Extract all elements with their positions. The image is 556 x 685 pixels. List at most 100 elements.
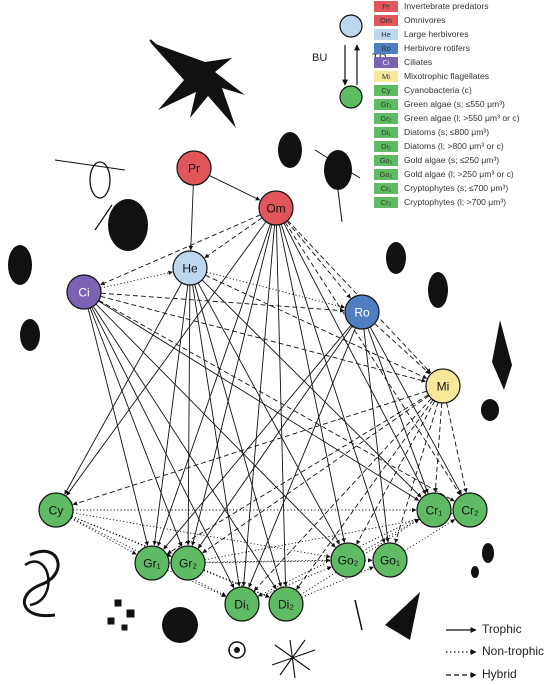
node-Ro: Ro [344,294,380,330]
edge-Cy-Go2 [72,512,331,559]
node-Cy: Cy [38,492,74,528]
edge-He-Gr2 [185,284,191,546]
node-label-Om: Om [266,202,285,216]
node-label-Gr1: Gr₁ [143,557,160,571]
edge-Om-Gr1 [157,223,271,547]
node-Gr2: Gr₂ [170,545,206,581]
direction-key-top-node [339,14,363,38]
edge-Ro-Mi [374,323,431,375]
edge-Om-Di2 [275,224,288,587]
node-circle-Gr1 [134,545,170,581]
node-circle-Cy [38,492,74,528]
legend-label: Green algae (l; >550 μm³ or c) [404,113,520,123]
edge-Ci-Go2 [95,303,336,548]
node-circle-Cr1 [416,492,452,528]
edge-Cy-Di2 [71,516,270,598]
node-circle-Cr2 [452,492,488,528]
legend-chip: Gr₂ [374,112,398,124]
node-circle-Go1 [372,542,408,578]
legend-label: Herbivore rotifers [404,43,470,53]
edge-legend-item: Non-trophic [446,644,556,660]
legend-chip: Gr₁ [374,98,398,110]
node-label-Cy: Cy [49,504,64,518]
legend-label: Ciliates [404,57,433,67]
node-label-Ro: Ro [354,306,370,320]
node-circle-Di2 [268,586,304,622]
edge-Mi-Gr1 [166,394,429,555]
copepod-silhouette [149,39,245,128]
legend-label: Omnivores [404,15,446,25]
node-Cr2: Cr₂ [452,492,488,528]
legend-label: Mixotrophic flagellates [404,71,490,81]
legend-item: Mi Mixotrophic flagellates [374,70,489,82]
cladoceran-silhouette [54,159,148,251]
node-label-Ci: Ci [78,286,89,300]
direction-key-bottom-node [339,85,363,109]
node-label-Di1: Di₁ [234,598,249,612]
node-Cr1: Cr₁ [416,492,452,528]
edge-Mi-Go1 [394,402,439,544]
edge-Ro-Cr2 [369,326,462,495]
legend-label: Cryptophytes (s; ≤700 μm³) [404,183,509,193]
hybrid-label: Hybrid [482,667,517,681]
edge-He-Gr1 [152,284,189,546]
legend-label: Gold algae (s; ≤250 μm³) [404,155,500,165]
legend-chip: Di₁ [374,126,398,138]
legend-label: Cryptophytes (l; >700 μm³) [404,197,507,207]
edge-Om-Cr1 [283,222,427,495]
edge-Pr-He [188,184,194,251]
node-circle-Ro [344,294,380,330]
node-label-Gr2: Gr₂ [179,557,197,571]
legend-label: Invertebrate predators [404,1,489,11]
node-circle-Gr2 [170,545,206,581]
legend-item: Gr₂ Green algae (l; >550 μm³ or c) [374,112,520,124]
legend-chip: Cr₂ [374,196,398,208]
legend-label: Cyanobacteria (c) [404,85,472,95]
legend-chip: Pr [374,0,398,12]
edge-Pr-Om [209,175,261,201]
node-circle-He [172,250,208,286]
edge-Ro-Gr2 [197,325,353,549]
edge-Ci-Gr2 [89,307,183,547]
node-label-Go1: Go₁ [380,554,400,568]
node-circle-Ci [66,274,102,310]
trophic-label: Trophic [482,622,522,636]
node-Pr: Pr [176,150,212,186]
node-label-Pr: Pr [188,162,200,176]
edge-Ro-Cr1 [367,327,429,494]
edge-Ci-Mi [100,295,427,383]
edge-Ci-He [100,270,173,289]
node-He: He [172,250,208,286]
legend-label: Green algae (s; ≤550 μm³) [404,99,505,109]
edge-Om-Ro [286,220,351,299]
edge-Ci-Cr2 [98,299,455,502]
node-Om: Om [258,190,294,226]
edge-Om-He [204,217,263,259]
edge-Ro-Gr1 [163,324,352,550]
node-label-He: He [182,262,198,276]
edge-He-Di1 [192,284,241,587]
edge-He-Cr1 [201,279,422,498]
edge-legend-item: Trophic [446,622,556,638]
node-Ci: Ci [66,274,102,310]
edge-Gr2-Go1 [204,558,373,564]
node-Mi: Mi [425,368,461,404]
node-circle-Di1 [224,586,260,622]
legend-chip: He [374,28,398,40]
node-label-Mi: Mi [437,380,450,394]
edge-Om-Cr2 [284,222,461,496]
legend-chip: Mi [374,70,398,82]
legend-chip: Di₂ [374,140,398,152]
legend-chip: Go₂ [374,168,398,180]
rotifer-silhouette [8,242,448,351]
node-label-Di2: Di₂ [278,598,294,612]
